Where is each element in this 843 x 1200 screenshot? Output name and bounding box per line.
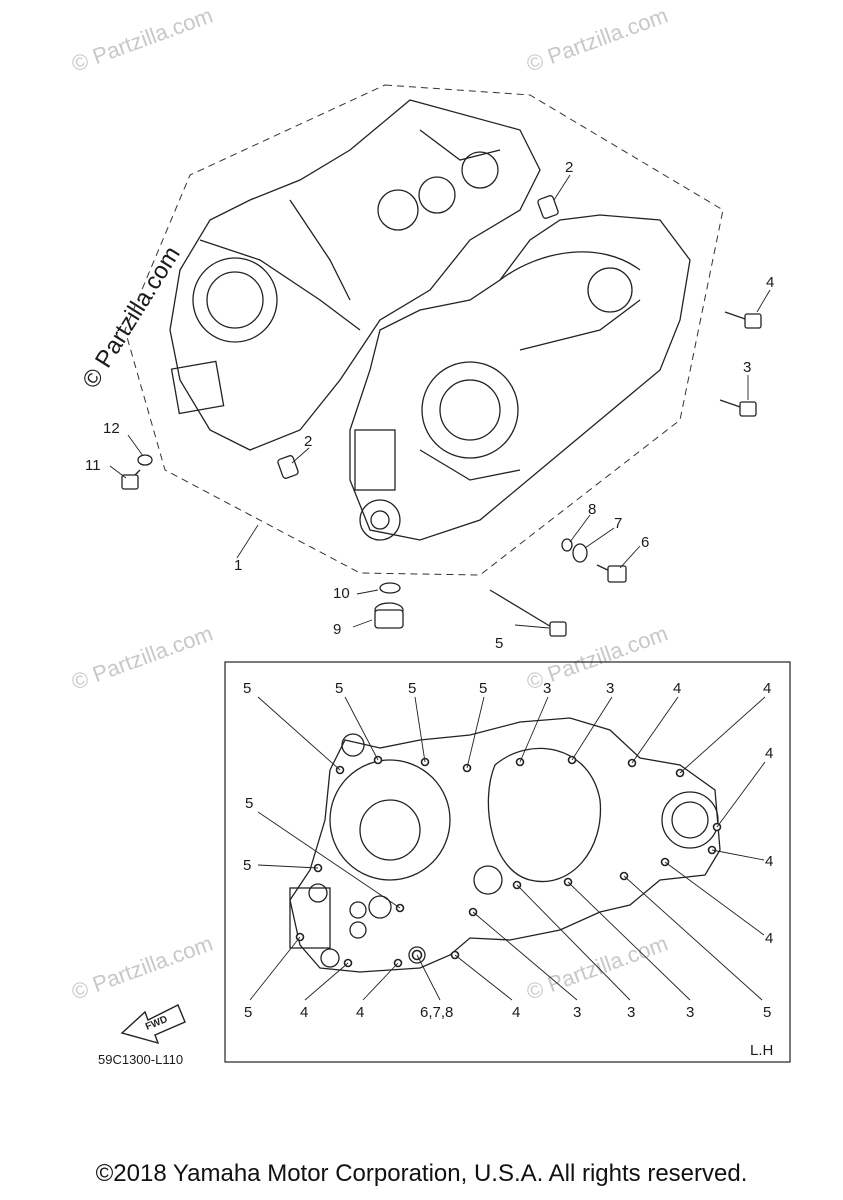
crankcase-left-half: [169, 99, 541, 451]
watermark-text: © Partzilla.com: [523, 931, 671, 1005]
o-ring-10: [379, 582, 401, 594]
bolt-4: [724, 311, 762, 329]
callout-10: 10: [333, 585, 350, 602]
watermark-text: © Partzilla.com: [77, 242, 186, 393]
callout-12: 12: [103, 420, 120, 437]
inset-label-bottom: 4: [300, 1004, 308, 1021]
gasket-7: [572, 543, 588, 563]
callout-2: 2: [304, 433, 312, 450]
inset-label-top: 4: [763, 680, 771, 697]
fwd-arrow-icon: FWD: [120, 1004, 186, 1045]
upper-callouts: 1 2 2 3 4 5 6 7 8 9 10 11 12: [85, 159, 774, 652]
inset-label-top: 5: [479, 680, 487, 697]
washer-12: [137, 454, 153, 466]
inset-label-bottom: 4: [512, 1004, 520, 1021]
inset-label-bottom: 3: [573, 1004, 581, 1021]
inset-crankcase-lh: [289, 717, 721, 973]
callout-3: 3: [743, 359, 751, 376]
callout-9: 9: [333, 621, 341, 638]
inset-label-top: 3: [606, 680, 614, 697]
crankcase-right-half: [349, 214, 691, 541]
callout-1: 1: [234, 557, 242, 574]
inset-label-left: 5: [245, 795, 253, 812]
inset-label-right: 4: [765, 930, 773, 947]
bolt-3: [719, 399, 757, 417]
callout-5: 5: [495, 635, 503, 652]
inset-label-left: 5: [243, 857, 251, 874]
callout-6: 6: [641, 534, 649, 551]
inset-label-bottom: 5: [763, 1004, 771, 1021]
callout-11: 11: [85, 457, 101, 474]
callout-4: 4: [766, 274, 774, 291]
inset-label-bottom: 6,7,8: [420, 1004, 453, 1021]
plug-9: [374, 602, 404, 629]
inset-label-bottom: 3: [627, 1004, 635, 1021]
inset-label-top: 5: [408, 680, 416, 697]
bolt-11: [121, 469, 141, 490]
inset-label-right: 4: [765, 853, 773, 870]
inset-label-top: 4: [673, 680, 681, 697]
inset-frame: [224, 661, 791, 1063]
copyright-text: ©2018 Yamaha Motor Corporation, U.S.A. A…: [95, 1160, 748, 1187]
inset-label-bottom: 4: [356, 1004, 364, 1021]
inset-label-top: 5: [243, 680, 251, 697]
watermark-text: © Partzilla.com: [68, 931, 216, 1005]
watermark-text: © Partzilla.com: [68, 3, 216, 77]
diagram-code: 59C1300-L110: [98, 1052, 183, 1067]
o-ring-8: [561, 538, 573, 552]
inset-label-top: 5: [335, 680, 343, 697]
callout-8: 8: [588, 501, 596, 518]
callout-7: 7: [614, 515, 622, 532]
dowel-pin-top: [537, 195, 559, 219]
inset-label-top: 3: [543, 680, 551, 697]
inset-label-bottom: 5: [244, 1004, 252, 1021]
view-label: L.H: [750, 1042, 773, 1059]
inset-leader-lines: [249, 696, 766, 1001]
dowel-pin-bottom: [277, 455, 299, 479]
bolt-5: [489, 589, 567, 637]
inset-label-right: 4: [765, 745, 773, 762]
upper-leader-lines: [109, 174, 771, 629]
assembly-boundary: [124, 84, 724, 576]
callout-2: 2: [565, 159, 573, 176]
watermark-text: © Partzilla.com: [523, 3, 671, 77]
inset-labels: 5 5 5 5 3 3 4 4 5 5 4 4 4 5 4 4 6,7,8 4 …: [243, 680, 773, 1059]
watermark-text: © Partzilla.com: [68, 621, 216, 695]
drain-bolt-6: [596, 564, 627, 583]
inset-label-bottom: 3: [686, 1004, 694, 1021]
